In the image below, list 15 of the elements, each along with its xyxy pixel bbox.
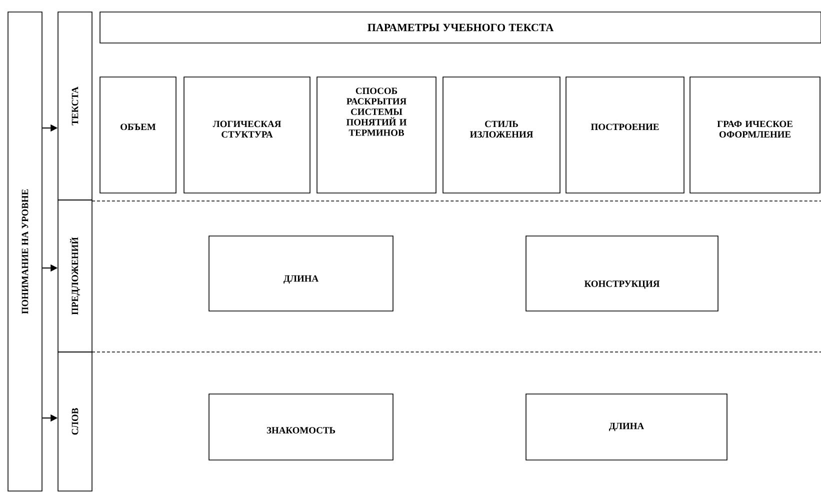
- level-box: ТЕКСТА: [58, 12, 92, 200]
- parameter-box: ПОСТРОЕНИЕ: [566, 76, 684, 194]
- parameter-box: ЛОГИЧЕСКАЯ СТУКТУРА: [184, 76, 310, 194]
- parameter-box: СПОСОБ РАСКРЫТИЯ СИСТЕМЫ ПОНЯТИЙ И ТЕРМИНОВ: [316, 76, 436, 194]
- title-box: ПАРАМЕТРЫ УЧЕБНОГО ТЕКСТА: [100, 12, 821, 44]
- parameter-box: ГРАФ ИЧЕСКОЕ ОФОРМЛЕНИЕ: [690, 76, 820, 194]
- level-box: ПРЕДЛОЖЕНИЙ: [58, 200, 92, 352]
- level-box: СЛОВ: [58, 352, 92, 492]
- parameter-box: ДЛИНА: [526, 394, 728, 460]
- parameter-box: СТИЛЬ ИЗЛОЖЕНИЯ: [442, 76, 560, 194]
- level-box: ПОНИМАНИЕ НА УРОВНЕ: [8, 12, 42, 492]
- parameter-box: ЗНАКОМОСТЬ: [208, 394, 394, 460]
- parameter-box: ДЛИНА: [208, 236, 394, 312]
- parameter-box: КОНСТРУКЦИЯ: [526, 236, 718, 312]
- parameter-box: ОБЪЕМ: [100, 76, 176, 194]
